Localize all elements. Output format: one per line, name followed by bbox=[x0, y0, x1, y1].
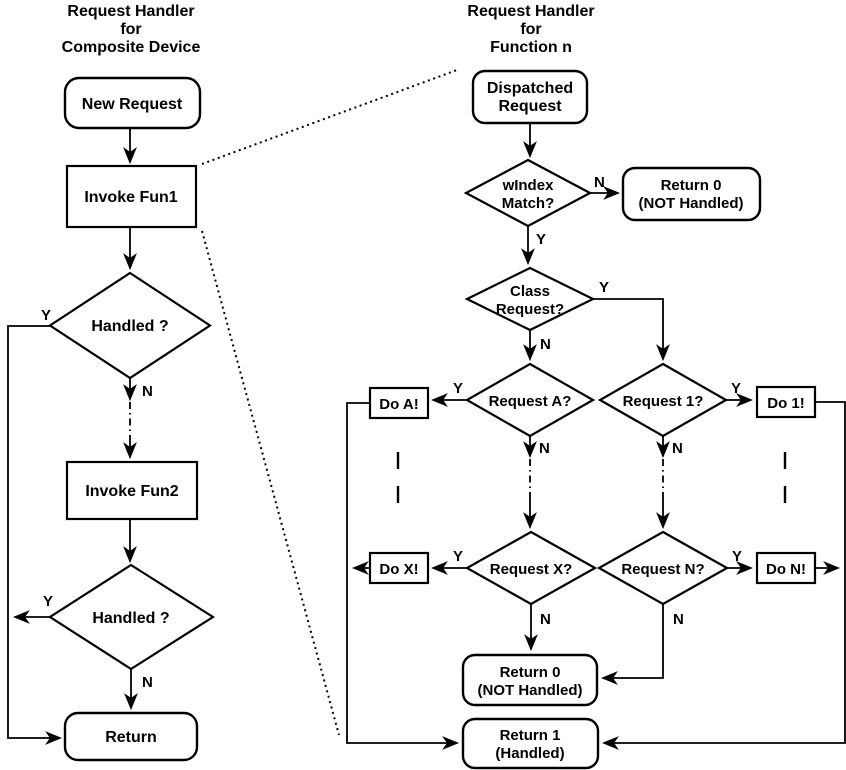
request-1-yes-label: Y bbox=[731, 380, 741, 397]
return1-shape bbox=[461, 717, 600, 770]
right-chart: Request Handler for Function n bbox=[346, 3, 846, 770]
invoke-fun1-shape bbox=[65, 164, 198, 229]
node-return0-bottom: Return 0 (NOT Handled) bbox=[461, 653, 599, 707]
left-title-line1: Request Handler bbox=[67, 3, 194, 20]
do-1-label: Do 1! bbox=[767, 395, 805, 412]
return0-bottom-line1: Return 0 bbox=[500, 664, 561, 681]
request-1-no-label: N bbox=[672, 440, 683, 457]
handled-1-shape bbox=[47, 271, 213, 380]
node-handled-2: Handled ? bbox=[47, 563, 216, 671]
class-yes-label: Y bbox=[599, 279, 609, 296]
node-do-a: Do A! bbox=[368, 386, 430, 420]
right-title-line2: for bbox=[520, 21, 541, 38]
node-request-a: Request A? bbox=[464, 362, 596, 438]
node-do-1: Do 1! bbox=[755, 385, 817, 419]
request-a-label: Request A? bbox=[489, 393, 572, 410]
node-do-x: Do X! bbox=[368, 551, 430, 585]
node-request-n: Request N? bbox=[596, 530, 730, 606]
return0-top-line2: (NOT Handled) bbox=[639, 195, 744, 212]
node-return0-top: Return 0 (NOT Handled) bbox=[621, 166, 762, 222]
return1-line1: Return 1 bbox=[500, 727, 561, 744]
do-x-label: Do X! bbox=[379, 561, 418, 578]
windex-yes-label: Y bbox=[536, 231, 546, 248]
request-x-yes-label: Y bbox=[453, 548, 463, 565]
handled1-no-label: N bbox=[142, 383, 153, 400]
left-title-line2: for bbox=[120, 21, 141, 38]
class-request-line1: Class bbox=[510, 283, 550, 300]
return0-top-shape bbox=[621, 166, 762, 222]
do-a-shape bbox=[368, 386, 430, 420]
node-return: Return bbox=[63, 711, 199, 762]
invoke-fun2-label: Invoke Fun2 bbox=[85, 483, 178, 500]
class-no-label: N bbox=[540, 336, 551, 353]
return0-bottom-line2: (NOT Handled) bbox=[478, 682, 583, 699]
request-n-no-label: N bbox=[673, 611, 684, 628]
class-request-line2: Request? bbox=[496, 301, 564, 318]
windex-match-line1: wIndex bbox=[502, 177, 555, 194]
request-x-no-label: N bbox=[540, 611, 551, 628]
dispatched-request-line2: Request bbox=[498, 98, 562, 115]
dispatched-request-shape bbox=[471, 69, 589, 125]
handled2-yes-label: Y bbox=[43, 593, 53, 610]
handled1-yes-label: Y bbox=[41, 307, 51, 324]
do-n-label: Do N! bbox=[766, 561, 806, 578]
request-n-yes-label: Y bbox=[732, 548, 742, 565]
request-n-label: Request N? bbox=[621, 561, 704, 578]
do-n-shape bbox=[755, 551, 817, 585]
handled-2-shape bbox=[47, 563, 216, 671]
return0-top-line1: Return 0 bbox=[661, 177, 722, 194]
request-a-shape bbox=[464, 362, 596, 438]
new-request-shape bbox=[63, 76, 202, 130]
request-a-yes-label: Y bbox=[453, 380, 463, 397]
node-new-request: New Request bbox=[63, 76, 202, 130]
right-title-line1: Request Handler bbox=[467, 3, 594, 20]
return-label: Return bbox=[105, 729, 157, 746]
return1-line2: (Handled) bbox=[495, 745, 564, 762]
do-1-shape bbox=[755, 385, 817, 419]
node-request-x: Request X? bbox=[464, 530, 598, 606]
edge-class-yes-request1 bbox=[593, 298, 670, 362]
right-title-line3: Function n bbox=[490, 39, 572, 56]
edge-handled1-yes-return bbox=[7, 325, 63, 745]
return0-bottom-shape bbox=[461, 653, 599, 707]
windex-match-shape bbox=[463, 158, 593, 228]
left-title-line3: Composite Device bbox=[62, 39, 201, 56]
do-x-shape bbox=[368, 551, 430, 585]
dispatched-request-line1: Dispatched bbox=[487, 80, 573, 97]
zoom-indicator-line-bottom bbox=[201, 230, 340, 736]
node-return1: Return 1 (Handled) bbox=[461, 717, 600, 770]
node-windex-match: wIndex Match? bbox=[463, 158, 593, 228]
node-handled-1: Handled ? bbox=[47, 271, 213, 380]
node-class-request: Class Request? bbox=[464, 266, 596, 332]
windex-no-label: N bbox=[594, 174, 605, 191]
handled2-no-label: N bbox=[142, 674, 153, 691]
invoke-fun1-label: Invoke Fun1 bbox=[84, 189, 177, 206]
zoom-indicator-line-top bbox=[201, 69, 458, 165]
node-invoke-fun2: Invoke Fun2 bbox=[65, 460, 199, 521]
right-chart-title: Request Handler for Function n bbox=[467, 3, 594, 56]
left-chart-title: Request Handler for Composite Device bbox=[62, 3, 201, 56]
request-a-no-label: N bbox=[539, 440, 550, 457]
windex-match-line2: Match? bbox=[502, 195, 555, 212]
node-request-1: Request 1? bbox=[597, 362, 729, 438]
request-1-label: Request 1? bbox=[623, 393, 704, 410]
invoke-fun2-shape bbox=[65, 460, 199, 521]
node-invoke-fun1: Invoke Fun1 bbox=[65, 164, 198, 229]
request-1-shape bbox=[597, 362, 729, 438]
request-x-label: Request X? bbox=[490, 561, 573, 578]
node-dispatched-request: Dispatched Request bbox=[471, 69, 589, 125]
request-n-shape bbox=[596, 530, 730, 606]
do-a-label: Do A! bbox=[379, 396, 418, 413]
edge-do1-return1 bbox=[601, 401, 846, 750]
left-chart: Request Handler for Composite Device New… bbox=[7, 3, 216, 762]
class-request-shape bbox=[464, 266, 596, 332]
edge-requestn-no-return0 bbox=[600, 604, 664, 685]
handled-1-label: Handled ? bbox=[91, 318, 168, 335]
node-do-n: Do N! bbox=[755, 551, 817, 585]
request-x-shape bbox=[464, 530, 598, 606]
edge-doa-return1 bbox=[346, 402, 460, 750]
return-shape bbox=[63, 711, 199, 762]
handled-2-label: Handled ? bbox=[92, 610, 169, 627]
new-request-label: New Request bbox=[82, 96, 183, 113]
